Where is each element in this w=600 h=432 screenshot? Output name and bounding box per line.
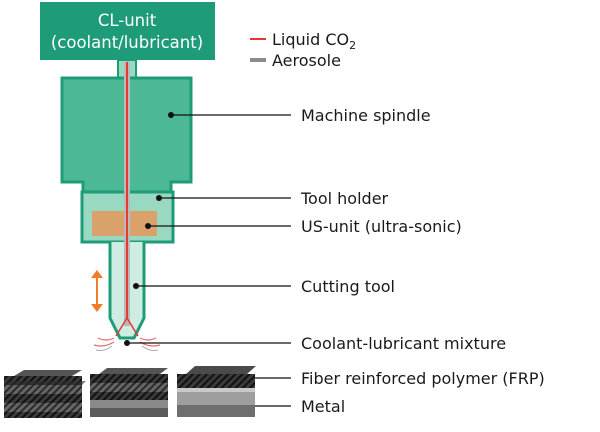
legend: Liquid CO2 Aerosole (250, 30, 356, 70)
coolant-spray (93, 317, 161, 351)
label-us-unit: US-unit (ultra-sonic) (301, 217, 462, 236)
label-metal: Metal (301, 397, 345, 416)
legend-aerosole: Aerosole (272, 51, 341, 70)
cl-unit-title: CL-unit (98, 11, 157, 30)
cl-unit-subtitle: (coolant/lubricant) (51, 33, 203, 52)
workpiece-frp-stack (4, 370, 86, 418)
vibration-double-arrow-icon (91, 270, 103, 312)
label-tool-holder: Tool holder (300, 189, 389, 208)
workpiece-frp-metal-light-stack (177, 366, 256, 417)
workpiece-frp-metal-stack (90, 368, 168, 417)
cl-unit-box: CL-unit (coolant/lubricant) (40, 2, 215, 60)
label-machine-spindle: Machine spindle (301, 106, 431, 125)
label-frp: Fiber reinforced polymer (FRP) (301, 369, 545, 388)
label-cutting-tool: Cutting tool (301, 277, 395, 296)
label-coolant-lubricant-mixture: Coolant-lubricant mixture (301, 334, 506, 353)
legend-liquid-co2: Liquid CO2 (272, 30, 356, 52)
